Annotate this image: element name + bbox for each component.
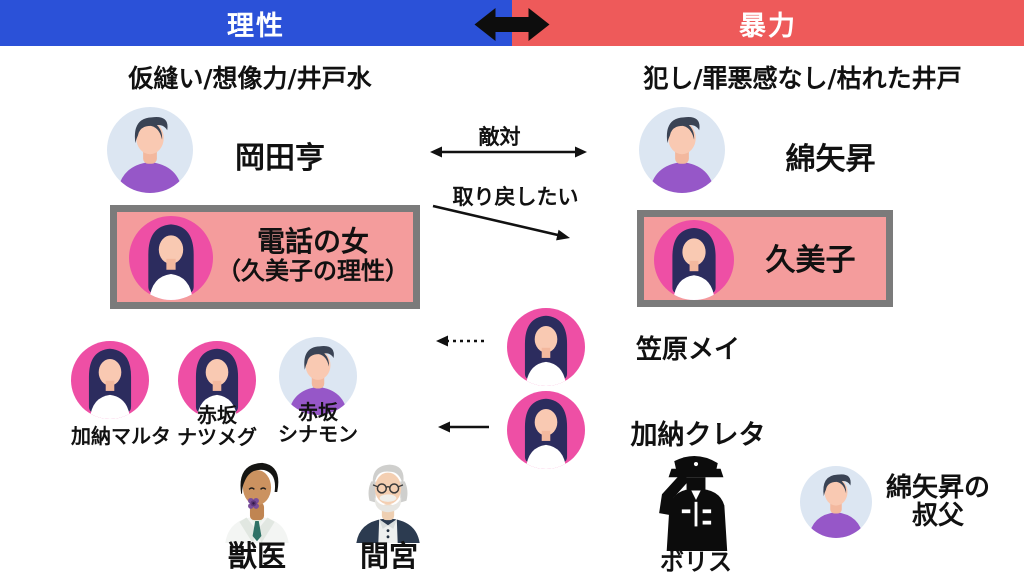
malta-avatar female-avatar-icon [71,341,149,419]
creta-name: 加納クレタ [630,420,766,451]
uncle-name-line1: 綿矢昇の [885,473,990,503]
kasahara-name: 笠原メイ [635,335,740,365]
kumiko-avatar female-avatar-icon [654,220,734,300]
phone-woman-name: 電話の女 （久美子の理性） [217,225,409,286]
uncle-name: 綿矢昇の 叔父 [868,474,1008,530]
phone-woman-name-line1: 電話の女 [256,225,369,258]
wataya-avatar male-avatar-icon [639,107,725,193]
cinnamon-name-line2: シナモン [278,422,358,446]
mamiya-name: 間宮 [359,539,418,573]
okada-avatar male-avatar-icon [107,107,193,193]
retrieve-arrow [432,204,570,241]
kumiko-name: 久美子 [765,243,856,278]
mamiya-avatar elder-avatar-icon [344,455,432,543]
reason-keywords: 仮縫い/想像力/井戸水 [128,64,372,93]
nutmeg-name: 赤坂 ナツメグ [163,404,271,448]
dotted-left-arrow [436,335,484,347]
vet-avatar-icon [213,455,301,543]
phone-woman-name-line2: （久美子の理性） [217,257,409,286]
phone-woman-box: 電話の女 （久美子の理性） [110,205,420,309]
solid-left-arrow [438,421,489,433]
okada-name: 岡田亨 [235,141,325,176]
malta-name: 加納マルタ [71,424,171,448]
nutmeg-name-line2: ナツメグ [177,425,257,449]
retrieve-label: 取り戻したい [452,185,579,209]
left-right-arrow-icon [474,8,550,41]
vet-name: 獣医 [227,539,286,573]
phone-woman-avatar female-avatar-icon [129,216,213,300]
nutmeg-name-line1: 赤坂 [197,403,237,427]
kasahara-avatar female-avatar-icon [507,308,585,386]
boris-name: ボリス [660,548,732,576]
wataya-name: 綿矢昇 [785,142,876,177]
violence-banner: 暴力 [512,0,1024,46]
boris-avatar soldier-silhouette-icon [643,447,749,551]
hostility-label: 敵対 [478,125,521,149]
uncle-name-line2: 叔父 [911,501,964,531]
kumiko-box: 久美子 [637,210,893,307]
violence-banner-label: 暴力 [739,10,797,42]
cinnamon-name-line1: 赤坂 [298,400,338,424]
creta-avatar female-avatar-icon [507,391,585,469]
violence-keywords: 犯し/罪悪感なし/枯れた井戸 [643,64,962,93]
cinnamon-name: 赤坂 シナモン [262,401,374,445]
reason-banner: 理性 [0,0,512,46]
reason-banner-label: 理性 [227,10,285,42]
uncle-avatar male-avatar-icon [800,466,872,538]
